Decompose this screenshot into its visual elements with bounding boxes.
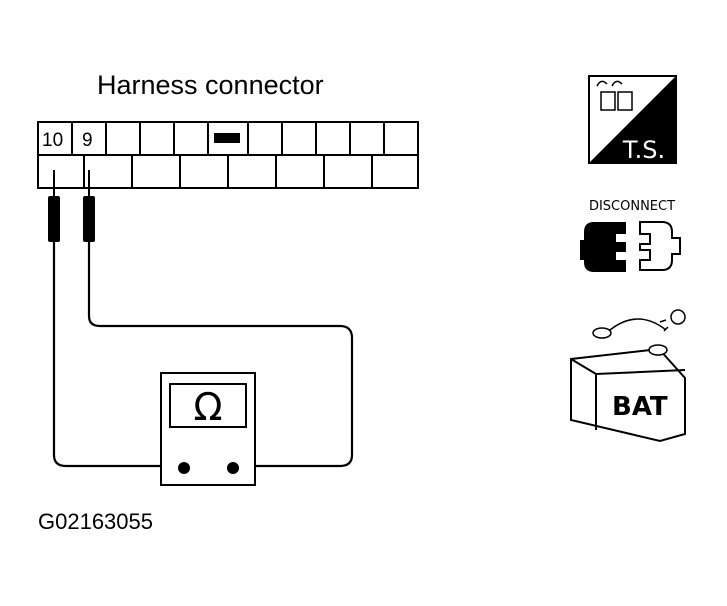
battery-label: BAT	[612, 392, 668, 422]
pin-label-9: 9	[82, 130, 93, 151]
probe-right	[83, 196, 95, 242]
ts-label: T.S.	[622, 136, 665, 164]
pin-label-10: 10	[42, 130, 63, 151]
ohm-symbol: Ω	[193, 385, 222, 429]
ohmmeter: Ω	[160, 372, 256, 486]
harness-connector	[37, 121, 419, 189]
diagram-title: Harness connector	[97, 70, 324, 100]
figure-code: G02163055	[38, 509, 153, 534]
probe-needles	[53, 170, 90, 196]
connector-latch	[214, 133, 240, 143]
probe-left	[48, 196, 60, 242]
test-leads	[52, 242, 354, 468]
disconnect-label: DISCONNECT	[589, 199, 675, 214]
ts-icon: T.S.	[588, 75, 677, 164]
disconnect-icon: DISCONNECT	[580, 199, 681, 272]
battery-icon: BAT	[570, 309, 686, 443]
